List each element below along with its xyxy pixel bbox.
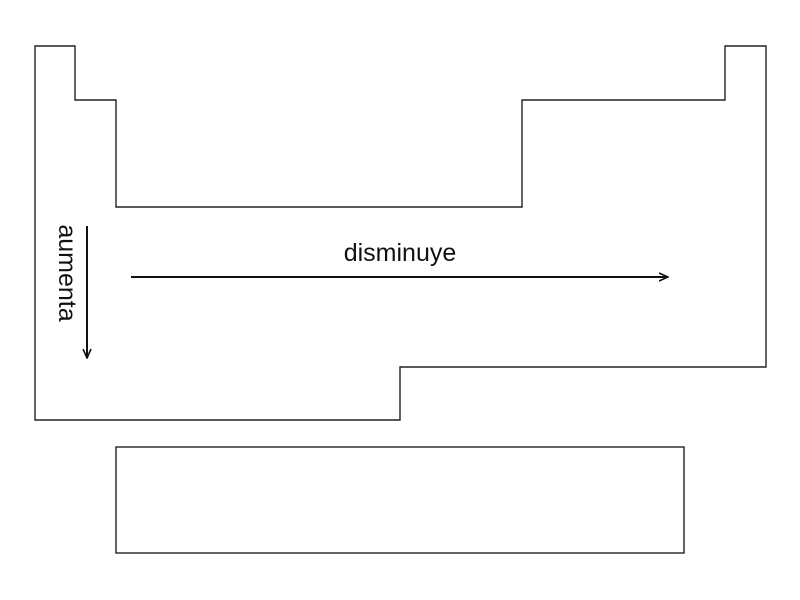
- vertical-trend-label: aumenta: [53, 224, 81, 321]
- horizontal-trend-label: disminuye: [344, 239, 457, 267]
- main-table-outline: [34, 45, 767, 421]
- f-block-outline: [115, 446, 685, 554]
